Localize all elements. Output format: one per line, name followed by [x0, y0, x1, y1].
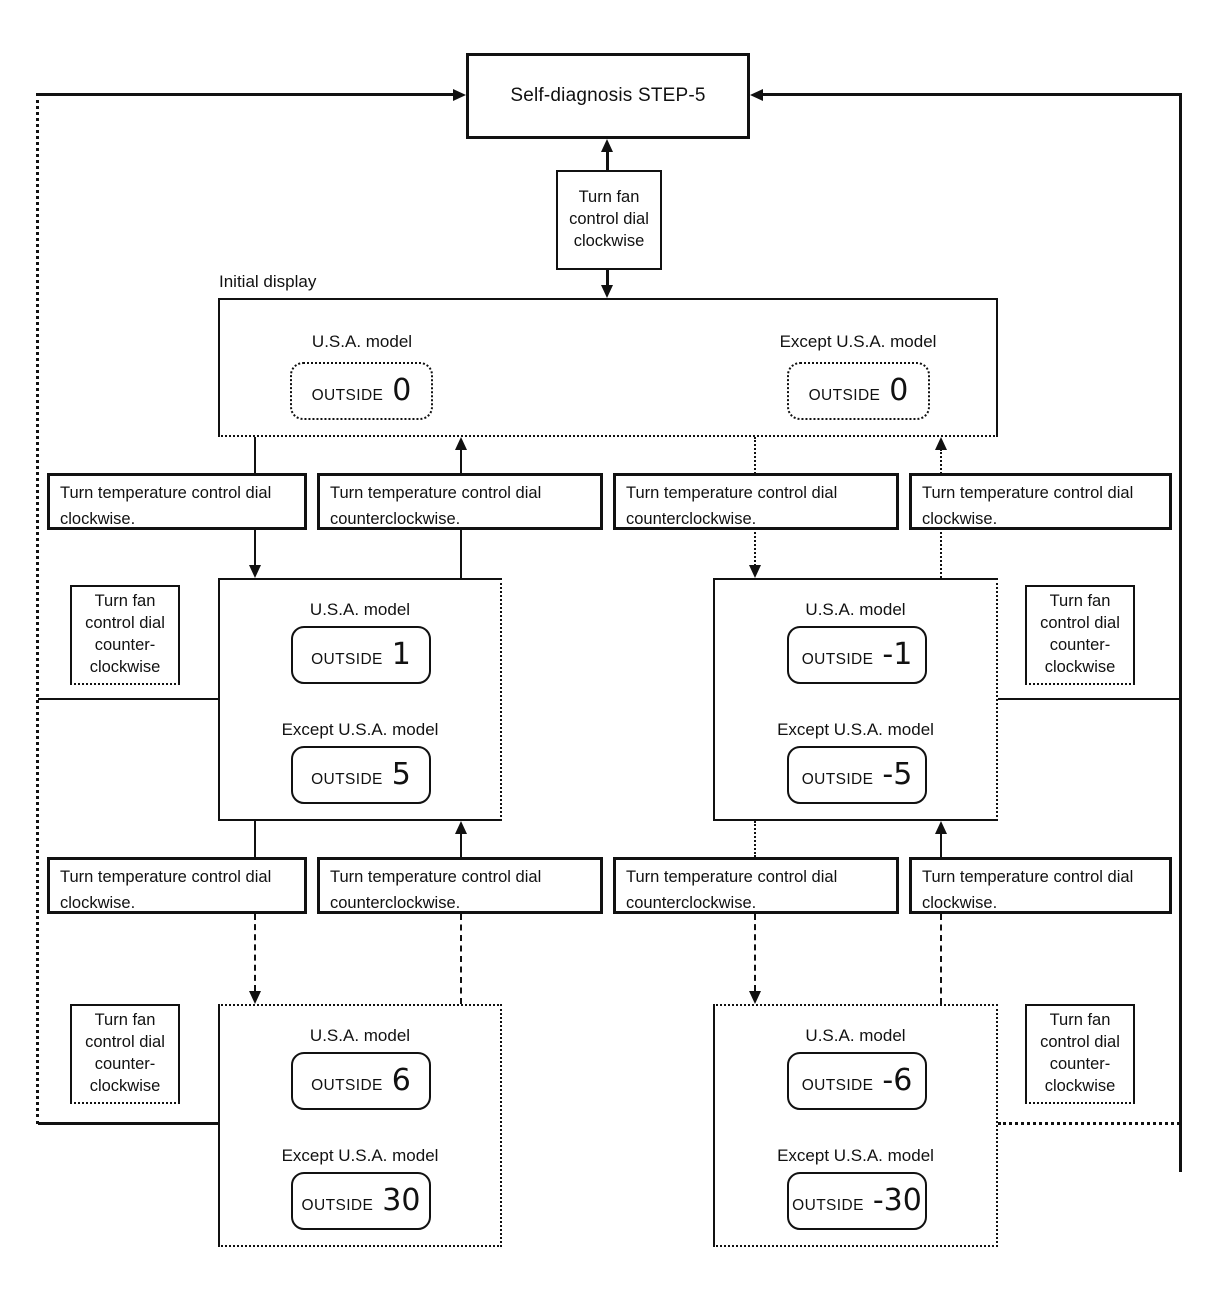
- connector-bottomright-return: [998, 1122, 1180, 1125]
- connector-bottomleft-to-midleft-upper: [460, 833, 462, 857]
- connector-step5-fan: [606, 150, 609, 170]
- connector-midright-return: [998, 698, 1180, 700]
- except-usa-model-label: Except U.S.A. model: [777, 720, 934, 739]
- display-mid-right-usa: OUTSIDE -1: [787, 626, 927, 684]
- bottom-left-node: U.S.A. model OUTSIDE 6 Except U.S.A. mod…: [218, 1004, 502, 1247]
- connector-top-right: [763, 93, 1181, 96]
- temp-cw-row2-right-node: Turn temperature control dial clockwise.: [909, 857, 1172, 914]
- display-bottom-left-usa: OUTSIDE 6: [291, 1052, 431, 1110]
- display-mid-left-usa: OUTSIDE 1: [291, 626, 431, 684]
- fan-ccw-label: Turn fan control dial counter- clockwise: [1040, 592, 1120, 676]
- outside-label: OUTSIDE: [311, 387, 384, 404]
- temp-cw-row1-right-node: Turn temperature control dial clockwise.: [909, 473, 1172, 530]
- usa-model-label: U.S.A. model: [805, 1026, 906, 1045]
- temp-ccw-row1-right-node: Turn temperature control dial counterclo…: [613, 473, 899, 530]
- fan-ccw-label: Turn fan control dial counter- clockwise: [85, 1011, 165, 1095]
- arrowhead-into-midleft-bottom: [455, 821, 467, 834]
- outside-value: 0: [392, 373, 412, 408]
- connector-midright-to-bottomright-upper: [754, 821, 756, 857]
- display-initial-usa: OUTSIDE 0: [290, 362, 433, 420]
- display-mid-left-except: OUTSIDE 5: [291, 746, 431, 804]
- outside-label: OUTSIDE: [801, 1077, 874, 1094]
- outside-value: -6: [882, 1063, 913, 1098]
- connector-fan-initial: [606, 270, 609, 286]
- display-bottom-left-except: OUTSIDE 30: [291, 1172, 431, 1230]
- connector-midleft-to-bottomleft-lower: [254, 914, 256, 991]
- display-initial-except: OUTSIDE 0: [787, 362, 930, 420]
- fan-ccw-label: Turn fan control dial counter- clockwise: [85, 592, 165, 676]
- except-usa-model-label: Except U.S.A. model: [779, 332, 937, 351]
- usa-model-label: U.S.A. model: [309, 600, 411, 619]
- initial-display-caption: Initial display: [219, 272, 317, 291]
- fan-clockwise-label: Turn fan control dial clockwise: [569, 188, 649, 250]
- outside-value: -1: [882, 637, 913, 672]
- arrowhead-into-midright-bottom: [935, 821, 947, 834]
- outside-label: OUTSIDE: [808, 387, 881, 404]
- outside-label: OUTSIDE: [801, 771, 874, 788]
- connector-bottomright-to-midright-upper: [940, 833, 942, 857]
- except-usa-model-label: Except U.S.A. model: [281, 720, 439, 739]
- connector-midleft-return: [38, 698, 218, 700]
- fan-clockwise-node: Turn fan control dial clockwise: [556, 170, 662, 270]
- fan-ccw-label: Turn fan control dial counter- clockwise: [1040, 1011, 1120, 1095]
- display-mid-right-except: OUTSIDE -5: [787, 746, 927, 804]
- arrowhead-into-initial-top: [601, 285, 613, 298]
- connector-midright-to-bottomright-lower: [754, 914, 756, 991]
- outside-value: -30: [872, 1183, 922, 1218]
- connector-midleft-to-bottomleft-upper: [254, 821, 256, 857]
- usa-model-label: U.S.A. model: [805, 600, 906, 619]
- temp-ccw-row2-right-node: Turn temperature control dial counterclo…: [613, 857, 899, 914]
- mid-right-node: U.S.A. model OUTSIDE -1 Except U.S.A. mo…: [713, 578, 998, 821]
- initial-display-node: U.S.A. model OUTSIDE 0 Except U.S.A. mod…: [218, 298, 998, 437]
- arrowhead-into-bottomleft-top: [249, 991, 261, 1004]
- temp-cw-row1-left-node: Turn temperature control dial clockwise.: [47, 473, 307, 530]
- fan-ccw-bottom-left-node: Turn fan control dial counter- clockwise: [70, 1004, 180, 1104]
- usa-model-label: U.S.A. model: [309, 1026, 411, 1045]
- temp-ccw-row1-left-node: Turn temperature control dial counterclo…: [317, 473, 603, 530]
- except-usa-model-label: Except U.S.A. model: [777, 1146, 934, 1165]
- fan-ccw-bottom-right-node: Turn fan control dial counter- clockwise: [1025, 1004, 1135, 1104]
- outside-label: OUTSIDE: [311, 651, 383, 668]
- return-line-right: [1179, 93, 1182, 1172]
- outside-value: 5: [391, 757, 411, 792]
- outside-label: OUTSIDE: [792, 1197, 864, 1214]
- fan-ccw-mid-right-node: Turn fan control dial counter- clockwise: [1025, 585, 1135, 685]
- connector-top-left: [38, 93, 455, 96]
- connector-bottomright-to-midright-lower: [940, 914, 942, 1004]
- outside-label: OUTSIDE: [301, 1197, 374, 1214]
- outside-label: OUTSIDE: [311, 771, 383, 788]
- arrowhead-into-step5-right: [750, 89, 763, 101]
- except-usa-model-label: Except U.S.A. model: [281, 1146, 439, 1165]
- outside-value: 6: [391, 1063, 411, 1098]
- arrowhead-into-bottomright-top: [749, 991, 761, 1004]
- arrowhead-into-midleft-top: [249, 565, 261, 578]
- arrowhead-into-step5-left: [453, 89, 466, 101]
- connector-bottomleft-to-midleft-lower: [460, 914, 462, 1004]
- arrowhead-into-midright-top: [749, 565, 761, 578]
- step5-label: Self-diagnosis STEP-5: [510, 85, 706, 106]
- display-bottom-right-usa: OUTSIDE -6: [787, 1052, 927, 1110]
- outside-value: 0: [889, 373, 909, 408]
- fan-ccw-mid-left-node: Turn fan control dial counter- clockwise: [70, 585, 180, 685]
- temp-cw-row2-left-node: Turn temperature control dial clockwise.: [47, 857, 307, 914]
- outside-label: OUTSIDE: [311, 1077, 383, 1094]
- return-line-left: [36, 93, 39, 1124]
- outside-value: 30: [382, 1183, 421, 1218]
- mid-left-node: U.S.A. model OUTSIDE 1 Except U.S.A. mod…: [218, 578, 502, 821]
- display-bottom-right-except: OUTSIDE -30: [787, 1172, 927, 1230]
- arrowhead-into-initial-bottom-right: [935, 437, 947, 450]
- arrowhead-into-initial-bottom-left: [455, 437, 467, 450]
- connector-bottomleft-return: [38, 1122, 218, 1125]
- usa-model-label: U.S.A. model: [311, 332, 413, 351]
- temp-ccw-row2-left-node: Turn temperature control dial counterclo…: [317, 857, 603, 914]
- outside-label: OUTSIDE: [801, 651, 874, 668]
- arrowhead-into-step5-bottom: [601, 139, 613, 152]
- outside-value: 1: [391, 637, 411, 672]
- step5-node: Self-diagnosis STEP-5: [466, 53, 750, 139]
- outside-value: -5: [882, 757, 913, 792]
- bottom-right-node: U.S.A. model OUTSIDE -6 Except U.S.A. mo…: [713, 1004, 998, 1247]
